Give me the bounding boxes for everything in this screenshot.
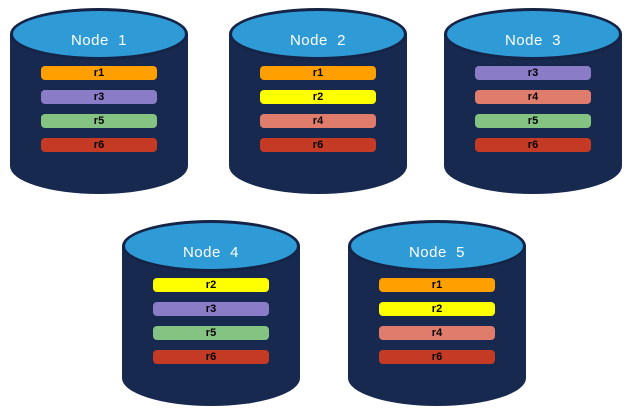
replica-bar: r6 [153, 350, 269, 364]
replica-bar: r3 [41, 90, 157, 104]
replica-bar: r6 [41, 138, 157, 152]
replica-bar-label: r1 [312, 66, 324, 79]
cylinder-top: Node 1 [10, 8, 188, 60]
replica-bar-label: r5 [205, 326, 217, 339]
replica-bar-list: r1 r2 r4 r6 [348, 278, 526, 364]
replica-bar-label: r4 [527, 90, 539, 103]
replica-bar: r6 [260, 138, 376, 152]
replica-bar: r5 [41, 114, 157, 128]
replica-bar-label: r6 [205, 350, 217, 363]
replica-bar: r3 [475, 66, 591, 80]
replica-bar-label: r3 [527, 66, 539, 79]
replica-bar: r5 [153, 326, 269, 340]
replica-bar-label: r2 [312, 90, 324, 103]
replica-bar-label: r5 [93, 114, 105, 127]
replica-bar: r2 [379, 302, 495, 316]
replica-bar: r3 [153, 302, 269, 316]
database-node-3: Node 3 r3 r4 r5 r6 [444, 8, 622, 194]
replica-bar-label: r5 [527, 114, 539, 127]
node-title: Node 5 [408, 244, 466, 261]
replica-bar-label: r6 [312, 138, 324, 151]
replica-bar-label: r2 [431, 302, 443, 315]
replica-bar-label: r1 [431, 278, 443, 291]
replica-bar-list: r1 r2 r4 r6 [229, 66, 407, 152]
replica-bar-label: r1 [93, 66, 105, 79]
database-node-5: Node 5 r1 r2 r4 r6 [348, 220, 526, 406]
replica-bar: r1 [41, 66, 157, 80]
database-node-2: Node 2 r1 r2 r4 r6 [229, 8, 407, 194]
replica-bar: r2 [153, 278, 269, 292]
replica-bar: r1 [379, 278, 495, 292]
replica-bar: r6 [379, 350, 495, 364]
cylinder-top: Node 5 [348, 220, 526, 272]
replica-bar-label: r3 [205, 302, 217, 315]
replica-bar: r1 [260, 66, 376, 80]
replica-bar: r5 [475, 114, 591, 128]
replica-bar-label: r6 [431, 350, 443, 363]
node-title: Node 1 [70, 32, 128, 49]
node-title: Node 4 [182, 244, 240, 261]
database-node-1: Node 1 r1 r3 r5 r6 [10, 8, 188, 194]
replica-bar: r4 [475, 90, 591, 104]
cylinder-top: Node 4 [122, 220, 300, 272]
database-node-4: Node 4 r2 r3 r5 r6 [122, 220, 300, 406]
replica-bar-list: r2 r3 r5 r6 [122, 278, 300, 364]
node-title: Node 3 [504, 32, 562, 49]
replica-bar-label: r3 [93, 90, 105, 103]
cylinder-top: Node 2 [229, 8, 407, 60]
cylinder-top: Node 3 [444, 8, 622, 60]
replica-bar-label: r2 [205, 278, 217, 291]
replica-bar-list: r3 r4 r5 r6 [444, 66, 622, 152]
replica-bar: r4 [379, 326, 495, 340]
replica-bar: r2 [260, 90, 376, 104]
replica-bar: r4 [260, 114, 376, 128]
replica-bar-list: r1 r3 r5 r6 [10, 66, 188, 152]
replica-bar-label: r4 [431, 326, 443, 339]
node-title: Node 2 [289, 32, 347, 49]
replica-bar-label: r4 [312, 114, 324, 127]
replica-bar-label: r6 [527, 138, 539, 151]
replica-bar-label: r6 [93, 138, 105, 151]
replica-bar: r6 [475, 138, 591, 152]
